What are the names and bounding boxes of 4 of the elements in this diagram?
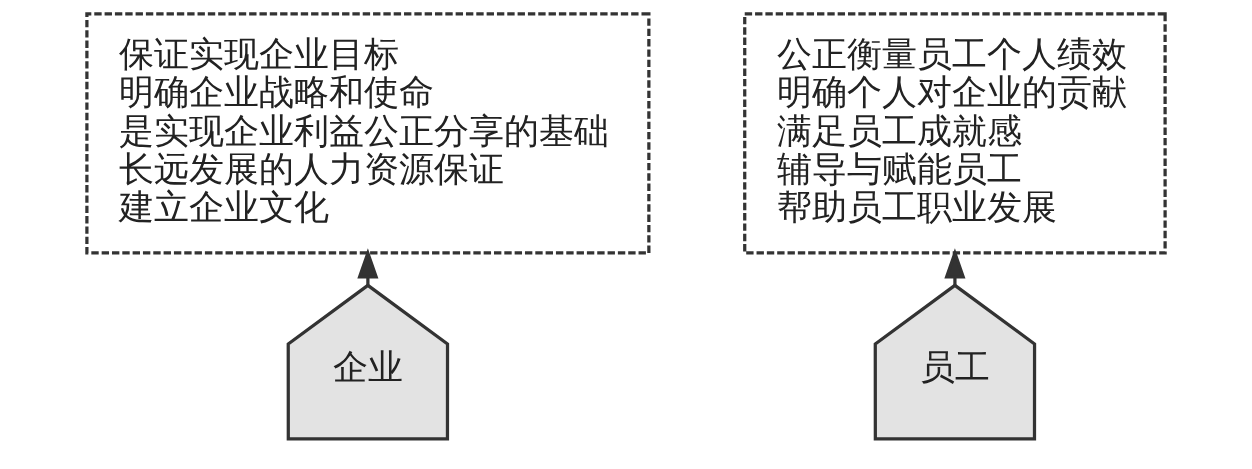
node-box: 公正衡量员工个人绩效 明确个人对企业的贡献 满足员工成就感 辅导与赋能员工 帮助员工职业发展 — [743, 12, 1167, 255]
node-box: 保证实现企业目标 明确企业战略和使命 是实现企业利益公正分享的基础 长远发展的人力资源保证 建立企业文化 — [85, 12, 651, 255]
arrow — [944, 248, 966, 285]
arrow — [357, 248, 379, 285]
